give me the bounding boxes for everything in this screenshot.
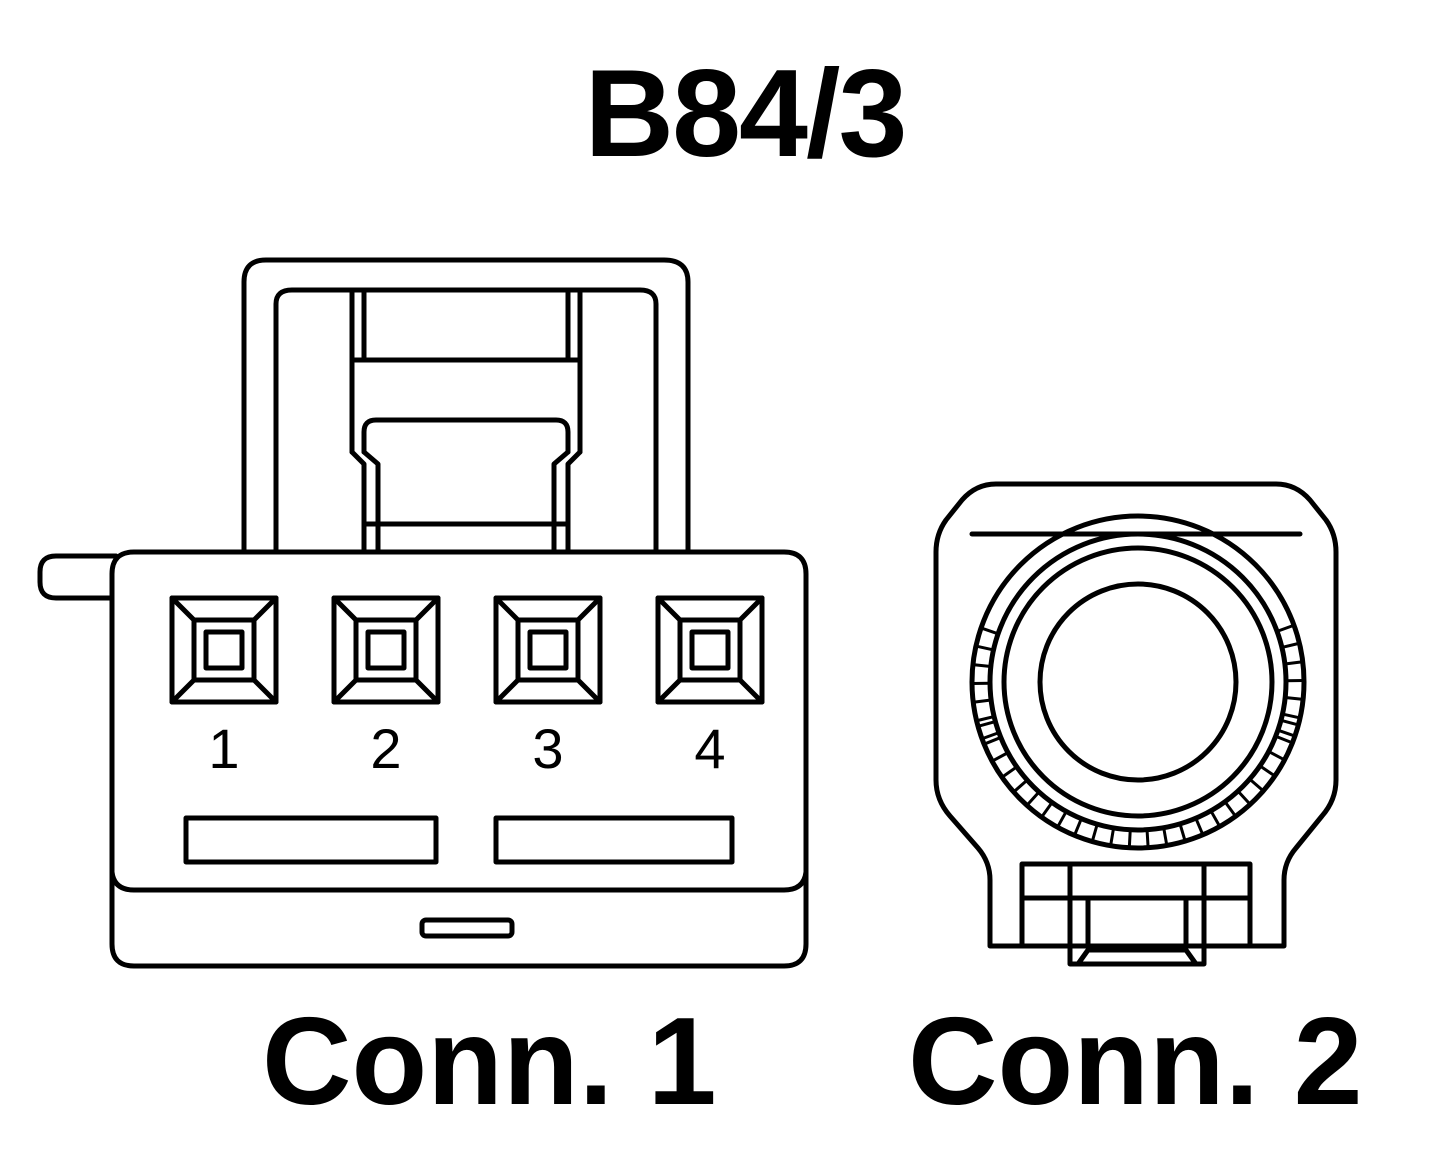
knurl-tick [1056,809,1068,829]
connector-2-label: Conn. 2 [908,993,1363,1131]
knurl-tick [1162,826,1169,847]
knurl-tick [1127,828,1132,850]
pin-cavity-2 [331,595,441,705]
knurl-tick [1145,828,1150,850]
knurl-tick [1025,790,1041,807]
knurl-tick [990,751,1010,763]
knurl-tick [1283,660,1305,666]
knurl-tick [1280,641,1301,649]
knurl-tick [1040,800,1054,819]
connector-1-label: Conn. 1 [262,993,717,1131]
connector-2-drawing [933,481,1339,967]
knurl-tick [1090,822,1099,844]
knurl-tick [1267,749,1287,762]
knurl-tick [1283,695,1305,701]
knurl-tick [1258,764,1277,778]
knurl-tick [976,720,997,728]
knurl-tick [1178,822,1187,843]
knurl-tick [1276,728,1297,738]
knurl-tick [1012,778,1029,794]
knurl-tick [1236,789,1252,806]
diagram-title: B84/3 [584,45,908,183]
pin-cavity-4 [655,595,765,705]
knurl-tick [971,663,993,669]
knurl-tick [982,735,1003,746]
knurl-tick [1223,800,1238,818]
knurl-tick [1248,777,1265,793]
knurl-tick [1109,826,1116,848]
connector-1-drawing: 1 2 3 4 [37,257,809,969]
pin-number-3: 3 [532,717,563,780]
pin-number-1: 1 [208,717,239,780]
knurl-tick [1280,712,1302,720]
knurl-tick [975,715,996,723]
knurl-tick [1194,816,1205,837]
knurl-tick [1000,765,1019,779]
pin-number-4: 4 [694,717,725,780]
pin-number-2: 2 [370,717,401,780]
knurl-tick [1279,718,1300,727]
knurl-tick [1274,734,1294,745]
knurl-tick [971,698,993,704]
pin-cavity-3 [493,595,603,705]
knurl-tick [980,731,1001,741]
knurl-tick [1072,817,1083,837]
knurl-tick [979,626,1000,636]
pin-cavity-1 [169,595,279,705]
knurl-tick [1275,623,1296,633]
knurl-tick [974,644,996,652]
knurl-tick [1209,809,1222,828]
